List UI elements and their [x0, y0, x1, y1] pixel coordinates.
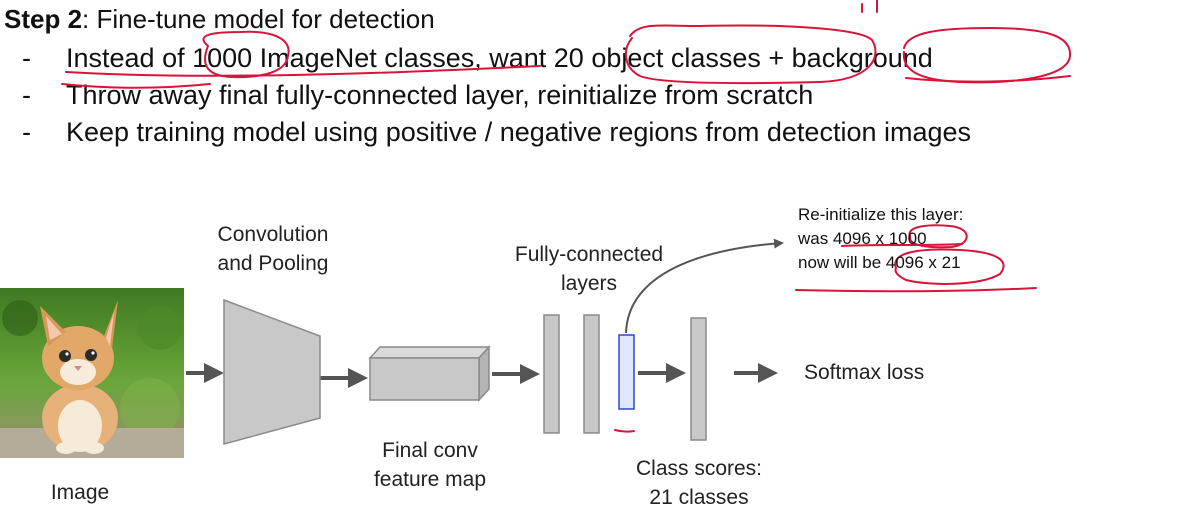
fc-label-line-1: Fully-connected — [514, 243, 664, 266]
slide-title: Step 2: Fine-tune model for detection — [4, 4, 435, 35]
image-label: Image — [50, 481, 110, 504]
fc-layer-1 — [543, 314, 560, 434]
note-line-1: Re-initialize this layer: — [798, 205, 964, 224]
bullet-dash: - — [22, 80, 31, 110]
bullet-dash: - — [22, 43, 31, 73]
feature-map-label-line-2: feature map — [373, 468, 487, 491]
kitten-image — [0, 288, 184, 458]
feature-map-label-line-1: Final conv — [382, 439, 478, 462]
conv-label: Convolution and Pooling — [200, 220, 346, 278]
curved-arrow-to-note — [625, 238, 784, 334]
fc-label-line-2: layers — [560, 272, 618, 295]
handwritten-annotations — [61, 0, 1072, 433]
softmax-label: Softmax loss — [804, 361, 925, 384]
class-scores-label: Class scores: 21 classes — [614, 454, 784, 512]
fc-layer-2 — [583, 314, 600, 434]
class-scores-label-line-1: Class scores: — [635, 457, 763, 480]
reinit-note: Re-initialize this layer: was 4096 x 100… — [798, 203, 963, 275]
fc-layer-highlighted — [618, 334, 635, 410]
bullet-item: - Keep training model using positive / ne… — [22, 114, 971, 151]
title-text: : Fine-tune model for detection — [82, 4, 435, 34]
conv-pooling-block — [223, 298, 321, 445]
note-line-3: now will be 4096 x 21 — [798, 253, 961, 272]
note-line-2: was 4096 x 1000 — [798, 229, 927, 248]
feature-map-block-top — [368, 346, 491, 359]
class-scores-layer — [690, 317, 707, 441]
bullet-dash: - — [22, 117, 31, 147]
step-label: Step 2 — [4, 4, 83, 34]
feature-map-label: Final conv feature map — [350, 436, 510, 494]
conv-label-line-2: and Pooling — [217, 252, 329, 275]
conv-label-line-1: Convolution — [217, 223, 329, 246]
feature-map-block — [369, 357, 480, 401]
class-scores-label-line-2: 21 classes — [649, 486, 749, 509]
bullet-text: Keep training model using positive / neg… — [66, 117, 972, 147]
fc-label: Fully-connected layers — [496, 240, 682, 298]
